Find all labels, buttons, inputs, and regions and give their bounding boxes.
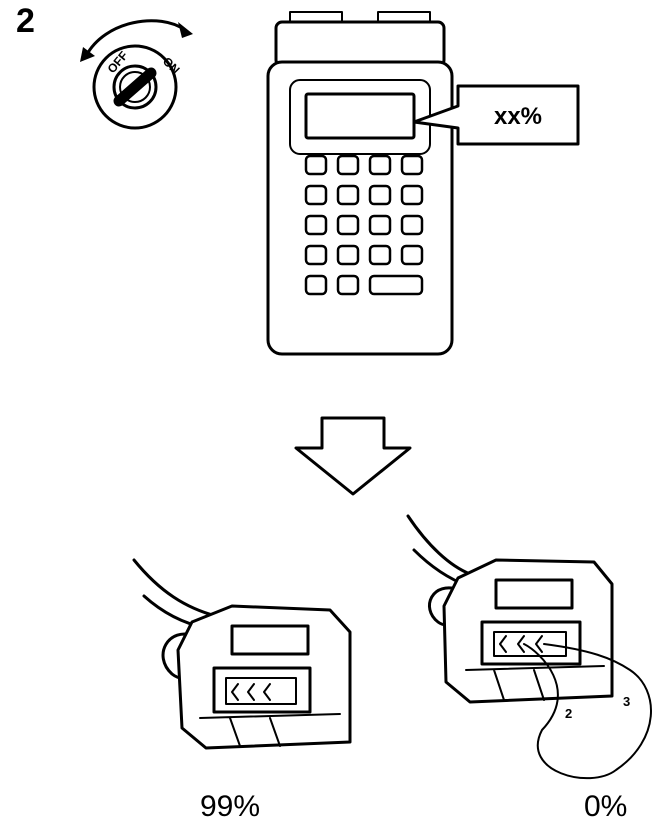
terminal-label-3: 3 (623, 694, 630, 709)
left-connector-top-slot (230, 624, 310, 656)
ignition-switch: OFF ON (80, 19, 193, 130)
switch-key-face (119, 71, 151, 103)
rotation-arrow-left-icon (80, 47, 95, 62)
switch-key-bar (113, 67, 157, 107)
right-terminal-cavity (493, 631, 567, 657)
tool-top-connector (274, 20, 446, 68)
keypad-key (400, 214, 424, 236)
right-connector-result: 0% (584, 790, 628, 823)
right-connector-bottom-ribs (465, 665, 605, 701)
keypad-key (304, 214, 328, 236)
keypad-key (336, 274, 360, 296)
step-number: 2 (16, 2, 35, 40)
left-connector-face (212, 666, 312, 714)
terminal-label-2: 2 (565, 706, 572, 721)
display-callout-box (412, 84, 580, 146)
keypad-key (400, 184, 424, 206)
keypad-key (368, 244, 392, 266)
keypad-key (368, 184, 392, 206)
keypad-wide-key (368, 274, 424, 296)
left-connector-result: 99% (200, 790, 261, 823)
right-connector-face (480, 620, 582, 666)
keypad-key (400, 244, 424, 266)
left-terminals (231, 683, 271, 701)
right-wire-upper (406, 514, 472, 576)
jumper-wire (523, 643, 652, 780)
keypad-key (400, 154, 424, 176)
tool-keypad (304, 154, 424, 296)
right-terminals (499, 635, 543, 653)
left-connector-bottom-ribs (199, 713, 341, 747)
right-connector-top-slot (494, 578, 574, 610)
keypad-key (336, 244, 360, 266)
left-terminal-cavity (225, 677, 297, 705)
keypad-key (304, 184, 328, 206)
switch-outer-ring (92, 44, 178, 130)
keypad-key (368, 214, 392, 236)
keypad-key (304, 244, 328, 266)
keypad-key (336, 214, 360, 236)
keypad-key (336, 184, 360, 206)
keypad-key (304, 154, 328, 176)
left-wire-upper (132, 558, 218, 618)
scan-tool: xx% (266, 11, 580, 356)
display-callout-value: xx% (494, 103, 542, 130)
rotation-arrow-right-icon (178, 22, 193, 38)
down-arrow-icon (294, 416, 412, 496)
connector-right: 2 3 (406, 514, 652, 780)
switch-inner-ring (112, 64, 158, 110)
switch-off-label: OFF (105, 49, 131, 76)
connector-left (132, 558, 352, 750)
keypad-key (304, 274, 328, 296)
keypad-key (336, 154, 360, 176)
tool-body (266, 60, 454, 356)
tool-screen (304, 92, 416, 140)
keypad-key (368, 154, 392, 176)
rotation-arc (84, 19, 187, 58)
